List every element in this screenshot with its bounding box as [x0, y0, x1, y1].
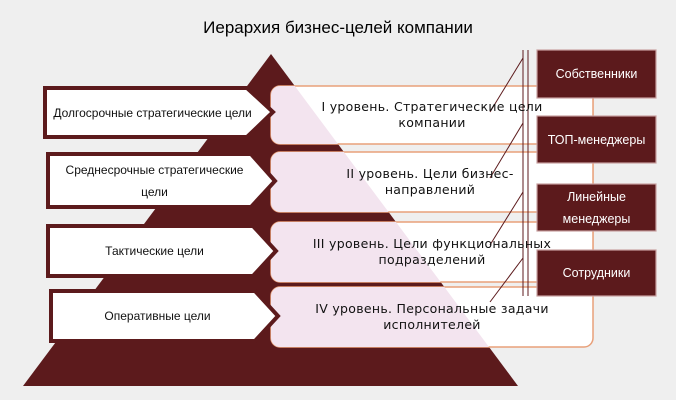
role-label-3: Линейные менеджеры — [562, 189, 631, 226]
role-box-1 — [536, 49, 657, 99]
level-label-4: IV уровень. Персональные задачи исполнит… — [315, 301, 549, 332]
role-label-1: Собственники — [555, 67, 638, 81]
role-box-3 — [536, 183, 657, 232]
goal-label-1: Долгосрочные стратегические цели — [53, 105, 252, 120]
role-label-2: ТОП-менеджеры — [547, 132, 646, 147]
goal-label-3: Тактические цели — [105, 244, 204, 258]
level-label-2: II уровень. Цели бизнес-направлений — [346, 166, 514, 197]
goal-arrow-2 — [46, 152, 278, 209]
level-label-3: III уровень. Цели функциональных подразд… — [312, 236, 552, 267]
role-box-4 — [536, 249, 657, 297]
role-label-4: Сотрудники — [562, 266, 631, 280]
goal-label-2: Среднесрочные стратегические цели — [65, 162, 244, 199]
role-box-2 — [536, 115, 657, 164]
level-label-1: I уровень. Стратегические цели компании — [321, 99, 543, 130]
goal-arrow-4 — [49, 289, 281, 343]
goal-arrow-3 — [46, 224, 279, 278]
diagram-title: Иерархия бизнес-целей компании — [203, 18, 473, 37]
goal-label-4: Оперативные цели — [104, 309, 211, 323]
goal-arrow-1 — [43, 86, 276, 139]
